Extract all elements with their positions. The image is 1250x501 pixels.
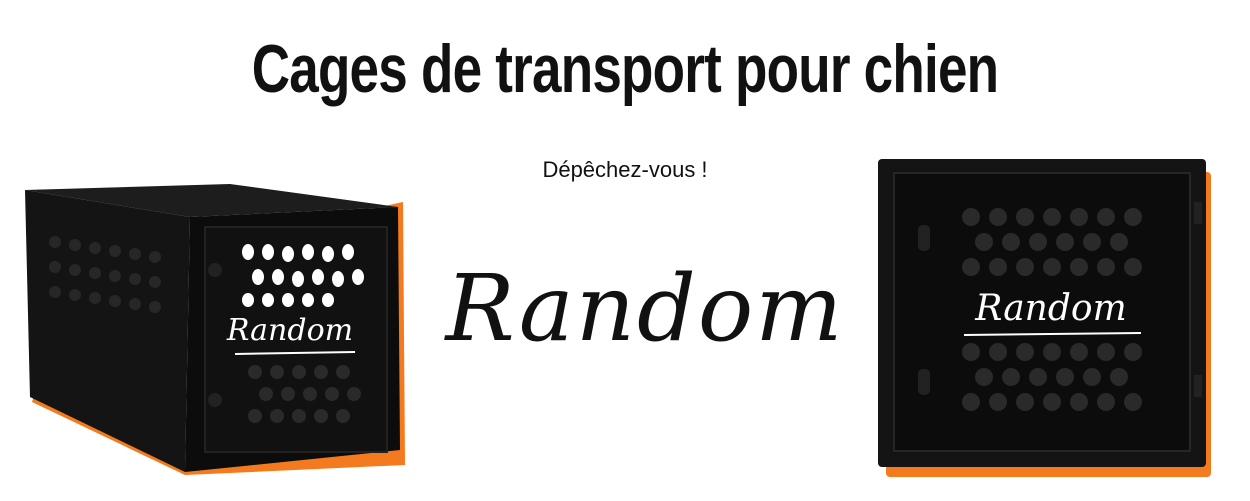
cage-image-front: Random — [878, 159, 1211, 477]
cage-image-angled: Random — [25, 184, 405, 475]
front-vent-holes-bottom — [962, 343, 1142, 411]
front-door-logo-text: Random — [974, 288, 1126, 329]
front-vent-holes-top — [962, 208, 1142, 276]
door-logo-text: Random — [226, 313, 353, 348]
tagline: Dépêchez-vous ! — [542, 157, 708, 182]
brand-logo: Random — [445, 255, 845, 362]
door-vent-holes-bottom — [248, 365, 361, 423]
door-vent-holes-top — [242, 244, 364, 307]
side-vent-holes — [49, 236, 161, 313]
page-title: Cages de transport pour chien — [251, 31, 999, 107]
